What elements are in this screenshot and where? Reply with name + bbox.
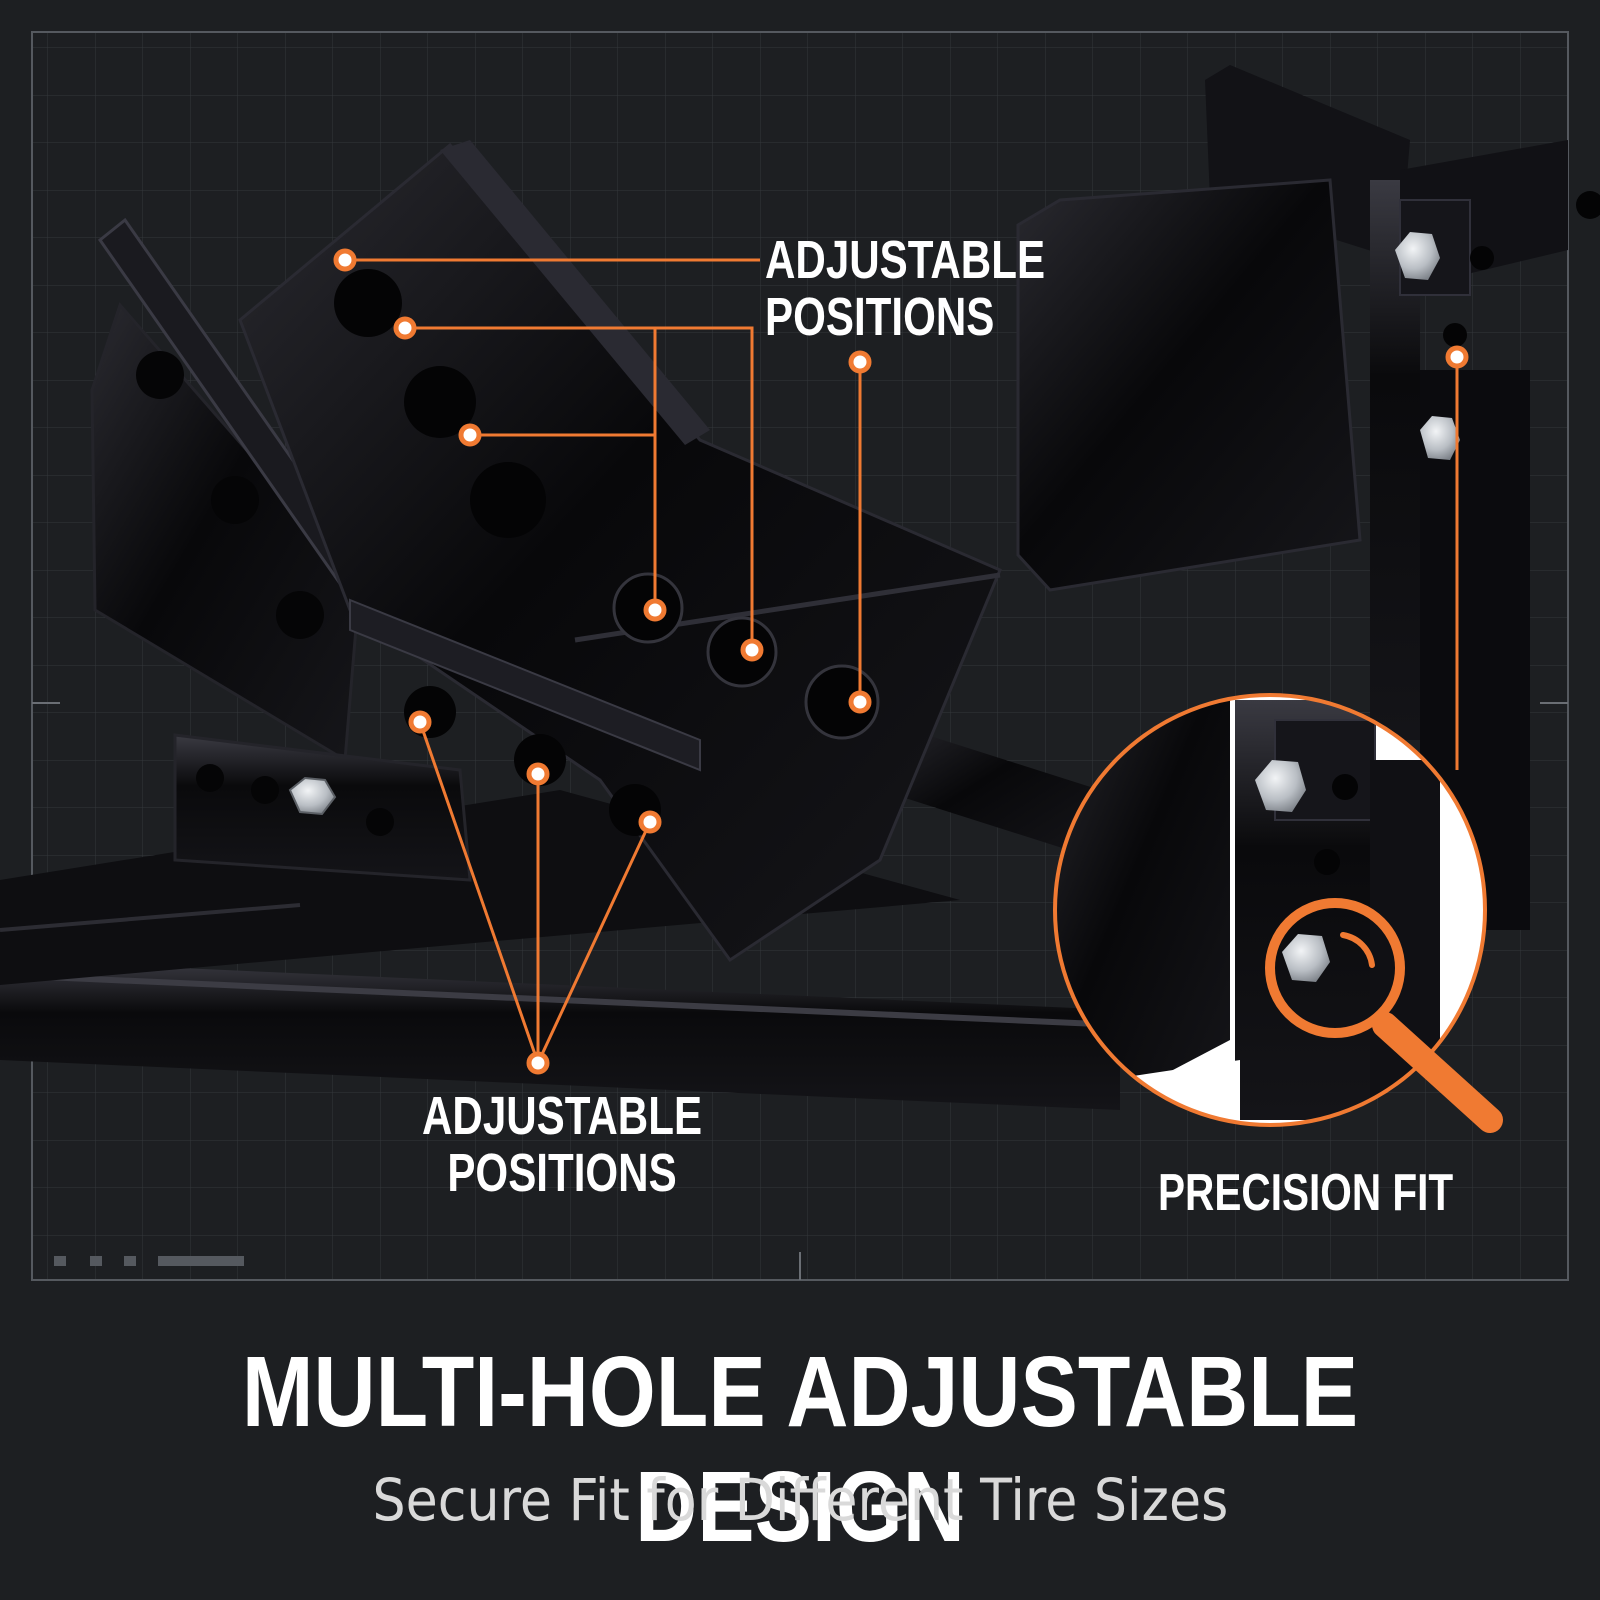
callout-lines xyxy=(345,258,1459,1064)
magnifier-icon xyxy=(1265,898,1503,1133)
callout-label-top-line2: POSITIONS xyxy=(765,286,995,347)
callout-label-bottom-line1: ADJUSTABLE xyxy=(422,1086,703,1146)
callout-label-top: ADJUSTABLE POSITIONS xyxy=(765,232,1045,345)
connector-tube xyxy=(880,720,1100,860)
callout-label-bottom: ADJUSTABLE POSITIONS xyxy=(422,1088,702,1201)
bolt-icon xyxy=(288,776,337,816)
callout-label-precision: PRECISION FIT xyxy=(1158,1164,1454,1222)
wheel-chock-cradle xyxy=(238,140,1002,963)
upright-stop xyxy=(1016,65,1600,930)
headline-text: MULTI-HOLE ADJUSTABLE DESIGN xyxy=(241,1336,1359,1563)
subheadline-text: Secure Fit for Different Tire Sizes xyxy=(372,1466,1228,1534)
callout-label-bottom-line2: POSITIONS xyxy=(447,1142,677,1203)
subheadline: Secure Fit for Different Tire Sizes xyxy=(0,1466,1600,1534)
headline: MULTI-HOLE ADJUSTABLE DESIGN xyxy=(0,1335,1600,1565)
callout-dots xyxy=(333,248,1469,1075)
callout-label-top-line1: ADJUSTABLE xyxy=(765,230,1046,290)
